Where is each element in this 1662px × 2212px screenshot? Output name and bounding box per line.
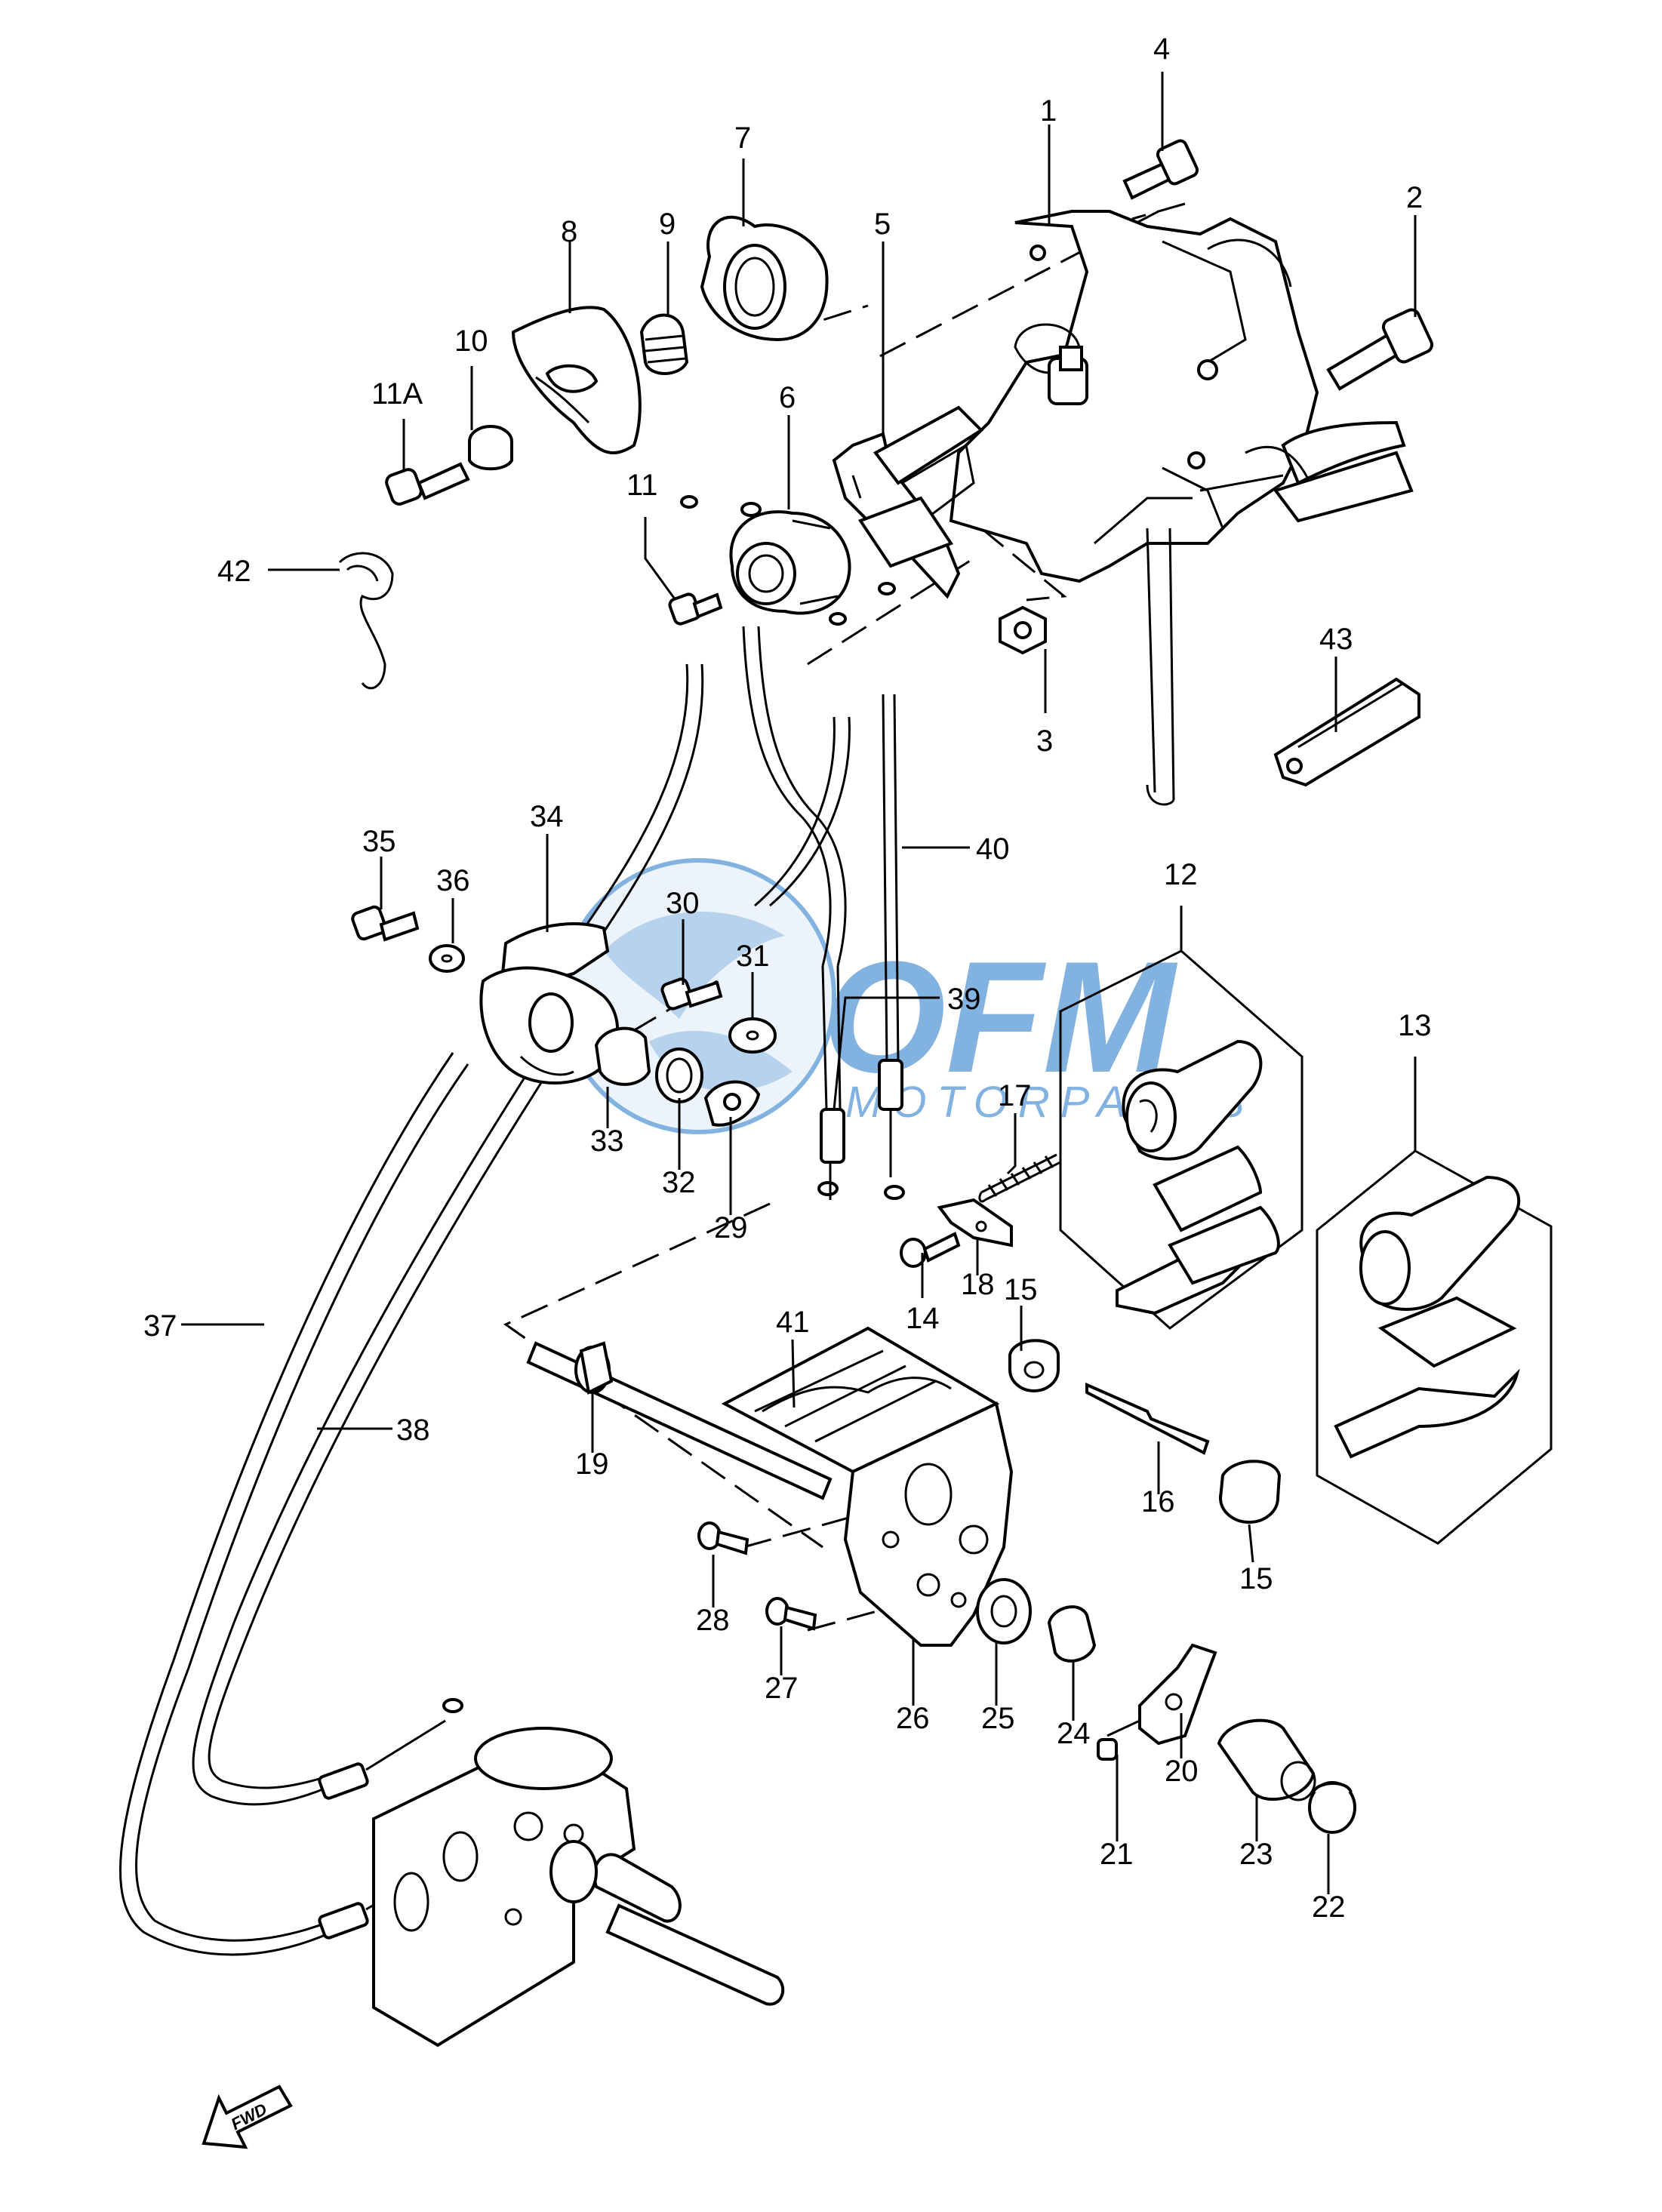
callout-19: 19 [575, 1447, 609, 1481]
callout-30: 30 [666, 887, 700, 920]
part-15-collar-a [1008, 1339, 1060, 1392]
callout-6: 6 [779, 381, 796, 414]
callout-10: 10 [454, 325, 488, 358]
part-42-wire-clip [338, 552, 394, 690]
part-10-collar [468, 425, 513, 471]
part-26-bracket [843, 1401, 1014, 1647]
callout-22: 22 [1312, 1891, 1346, 1924]
callout-14: 14 [906, 1302, 940, 1335]
part-8-plate [511, 306, 642, 454]
bottom-control-bracket [372, 1727, 785, 2047]
callout-28: 28 [696, 1604, 730, 1637]
callout-17: 17 [998, 1079, 1032, 1112]
part-5-bracket [832, 405, 984, 599]
part-22-collar [1308, 1781, 1356, 1834]
callout-5: 5 [874, 208, 891, 241]
callout-9: 9 [659, 208, 676, 241]
callout-36: 36 [436, 864, 470, 897]
callout-18: 18 [961, 1268, 995, 1301]
callout-29: 29 [714, 1211, 748, 1244]
callout-35: 35 [362, 825, 396, 858]
part-6-bush [729, 510, 851, 615]
part-12-kit-box [1059, 949, 1303, 1330]
callout-11a: 11A [371, 377, 423, 411]
part-11a-bolt [385, 462, 470, 506]
callout-40: 40 [976, 832, 1010, 866]
callout-41: 41 [776, 1306, 810, 1339]
clips [442, 495, 905, 1713]
callout-32: 32 [662, 1166, 696, 1199]
callout-4: 4 [1153, 32, 1170, 66]
callout-23: 23 [1239, 1838, 1273, 1871]
part-27-screw [765, 1597, 817, 1631]
callout-7: 7 [734, 122, 751, 155]
callout-15b: 15 [1239, 1562, 1273, 1595]
callout-26: 26 [896, 1702, 930, 1735]
callout-39: 39 [947, 983, 981, 1016]
callout-37: 37 [143, 1309, 177, 1343]
callout-42: 42 [217, 555, 251, 588]
callout-8: 8 [561, 215, 577, 248]
part-43-plate [1273, 677, 1420, 787]
part-35-bolt [351, 905, 420, 942]
callouts: 1 2 3 4 5 6 7 8 9 10 11 11A 12 13 14 15 … [143, 32, 1432, 1924]
callout-12: 12 [1164, 858, 1198, 891]
callout-34: 34 [530, 800, 564, 833]
callout-38: 38 [396, 1414, 430, 1447]
part-17-spring [978, 1153, 1061, 1203]
callout-15a: 15 [1004, 1273, 1038, 1306]
callout-3: 3 [1036, 725, 1053, 758]
part-14-screw [900, 1232, 961, 1268]
part-25-seal [976, 1578, 1032, 1644]
part-31-washer [728, 1017, 777, 1054]
part-32-spring [655, 1048, 703, 1103]
callout-13: 13 [1398, 1009, 1432, 1042]
callout-2: 2 [1406, 181, 1423, 214]
callout-20: 20 [1165, 1755, 1199, 1788]
callout-11: 11 [626, 469, 658, 502]
part-11-bolt [668, 592, 723, 626]
part-20-lever [1138, 1643, 1217, 1746]
part-1-remote-housing [949, 210, 1414, 806]
callout-24: 24 [1057, 1717, 1091, 1750]
part-21-screw [1097, 1719, 1140, 1761]
cables [118, 626, 903, 1956]
callout-43: 43 [1319, 623, 1353, 656]
part-24-bush [1047, 1605, 1097, 1663]
part-29-clip [703, 1080, 761, 1127]
part-16-pin [1085, 1382, 1210, 1455]
fwd-arrow: FWD [202, 2084, 293, 2149]
part-36-washer [429, 944, 465, 973]
part-30-bolt [660, 977, 723, 1011]
part-23-sleeve [1217, 1718, 1316, 1801]
part-13-kit-box [1316, 1149, 1553, 1545]
callout-1: 1 [1040, 94, 1057, 128]
part-3-nut [999, 605, 1047, 655]
callout-21: 21 [1100, 1838, 1134, 1871]
part-33-collar [594, 1026, 651, 1086]
callout-33: 33 [590, 1124, 624, 1158]
part-15-collar-b [1219, 1460, 1282, 1524]
leader-lines [181, 72, 1417, 1894]
part-18-plate [937, 1198, 1013, 1248]
callout-16: 16 [1141, 1485, 1175, 1518]
part-4-bolt [1122, 139, 1199, 200]
part-19-shaft [526, 1341, 833, 1500]
callout-25: 25 [981, 1702, 1015, 1735]
part-34-cam-plate [479, 922, 620, 1084]
callout-27: 27 [765, 1672, 799, 1705]
part-28-screw [697, 1521, 749, 1555]
part-2-bolt [1326, 308, 1434, 391]
callout-31: 31 [736, 940, 770, 973]
part-7-bush [700, 215, 829, 342]
part-9-spring [639, 313, 689, 375]
